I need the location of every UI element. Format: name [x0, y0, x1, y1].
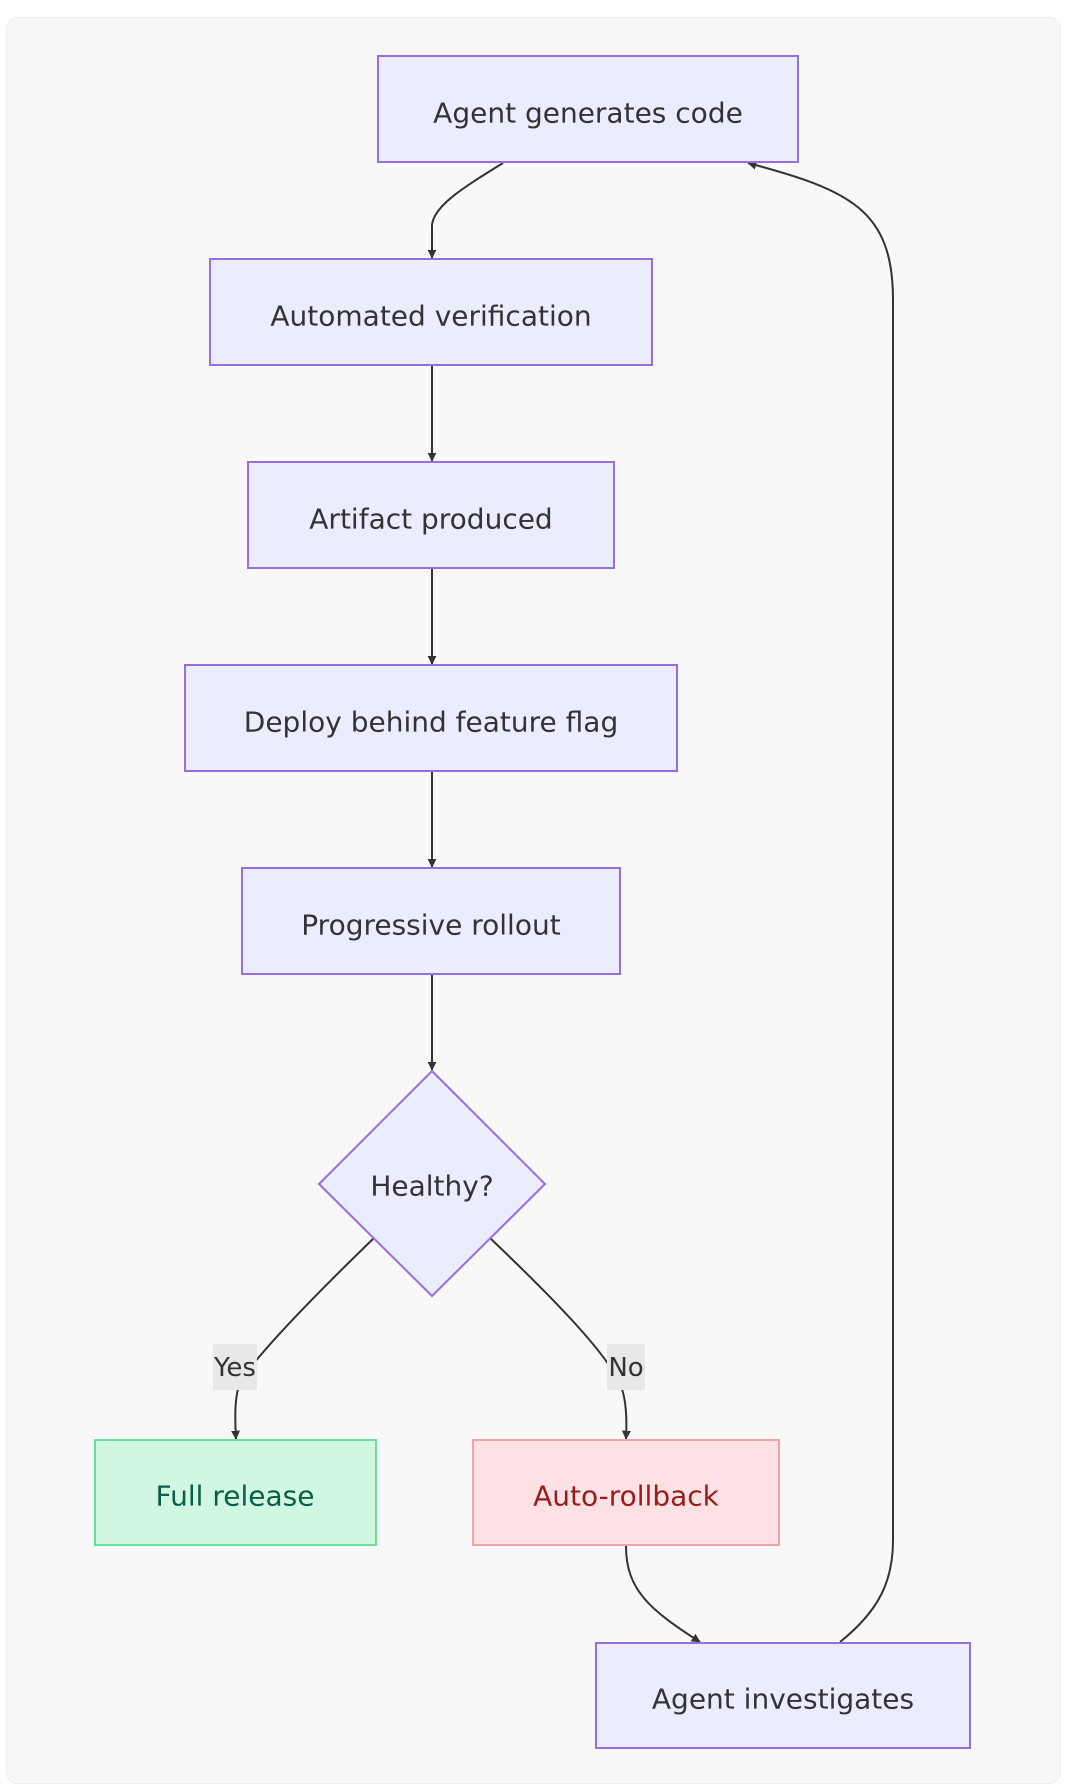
node-healthy-decision-label: Healthy? [370, 1170, 493, 1203]
node-progressive-rollout[interactable]: Progressive rollout [241, 867, 621, 975]
edge-label-no: No [607, 1344, 645, 1390]
node-artifact-produced-label: Artifact produced [309, 503, 552, 536]
edge-generate-to-verify [427, 162, 504, 259]
edge-label-no-text: No [608, 1353, 643, 1383]
node-full-release-label: Full release [156, 1480, 315, 1513]
node-full-release[interactable]: Full release [94, 1439, 377, 1546]
node-auto-rollback[interactable]: Auto-rollback [472, 1439, 780, 1546]
node-progressive-rollout-label: Progressive rollout [301, 909, 560, 942]
edge-healthy-to-full-release [231, 1237, 375, 1440]
node-automated-verification[interactable]: Automated verification [209, 258, 653, 366]
edge-label-yes: Yes [213, 1344, 257, 1390]
edge-healthy-to-rollback [489, 1237, 631, 1440]
node-agent-generates-code[interactable]: Agent generates code [377, 55, 799, 163]
node-agent-investigates[interactable]: Agent investigates [595, 1642, 971, 1749]
node-healthy-decision[interactable]: Healthy? [317, 1069, 547, 1298]
node-automated-verification-label: Automated verification [270, 300, 591, 333]
node-artifact-produced[interactable]: Artifact produced [247, 461, 615, 569]
node-deploy-behind-feature-flag[interactable]: Deploy behind feature flag [184, 664, 678, 772]
node-deploy-behind-feature-flag-label: Deploy behind feature flag [244, 706, 618, 739]
edge-rollback-to-investigate [625, 1545, 701, 1643]
node-agent-investigates-label: Agent investigates [652, 1683, 914, 1716]
edge-label-yes-text: Yes [213, 1353, 256, 1383]
node-agent-generates-code-label: Agent generates code [433, 97, 743, 130]
node-auto-rollback-label: Auto-rollback [533, 1480, 720, 1513]
edge-investigate-to-generate [747, 160, 894, 1643]
